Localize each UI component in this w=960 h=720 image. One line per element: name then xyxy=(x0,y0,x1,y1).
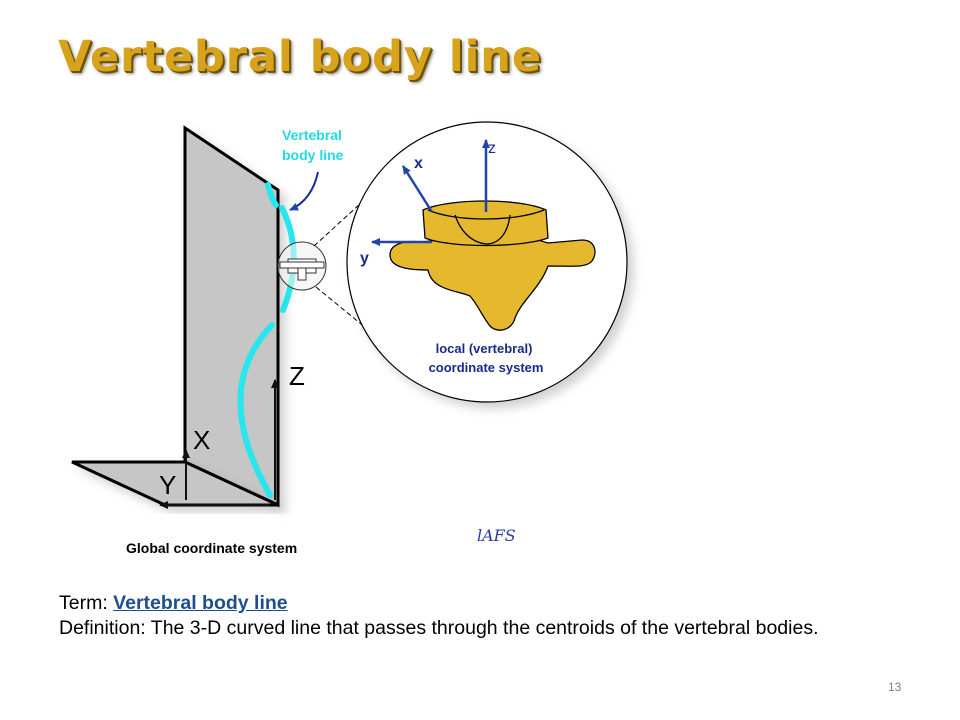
term-line: Term: Vertebral body line xyxy=(59,591,929,616)
local-caption-line2: coordinate system xyxy=(429,360,544,375)
global-caption: Global coordinate system xyxy=(126,540,297,556)
vertebra-illustration xyxy=(389,200,596,331)
signature: lAFS xyxy=(477,526,516,545)
term-prefix: Term: xyxy=(59,592,114,614)
callout-arrow xyxy=(289,171,319,211)
vertebral-body-line-figure: Vertebral body line x z y local (vertebr… xyxy=(71,121,628,556)
local-z-label: z xyxy=(488,140,496,157)
global-x-label: X xyxy=(193,425,210,455)
local-x-label: x xyxy=(414,155,423,172)
local-x-axis xyxy=(401,165,434,213)
global-y-label: Y xyxy=(159,470,176,500)
term-link[interactable]: Vertebral body line xyxy=(113,592,288,614)
callout-label-line1: Vertebral xyxy=(282,127,342,143)
spine-curve-upper xyxy=(265,182,279,208)
local-y-label: y xyxy=(360,250,369,267)
local-caption-line1: local (vertebral) xyxy=(436,341,533,356)
callout-label-line2: body line xyxy=(282,147,344,163)
definition-text: Definition: The 3-D curved line that pas… xyxy=(59,617,819,639)
global-z-label: Z xyxy=(289,361,305,391)
spine-curve-lower xyxy=(237,322,275,498)
page-number: 13 xyxy=(888,680,902,694)
horizontal-plane xyxy=(71,460,279,507)
mini-vertebra xyxy=(279,258,325,281)
term-definition-block: Term: Vertebral body line Definition: Th… xyxy=(59,591,929,641)
slide-title: Vertebral body line xyxy=(58,32,543,82)
